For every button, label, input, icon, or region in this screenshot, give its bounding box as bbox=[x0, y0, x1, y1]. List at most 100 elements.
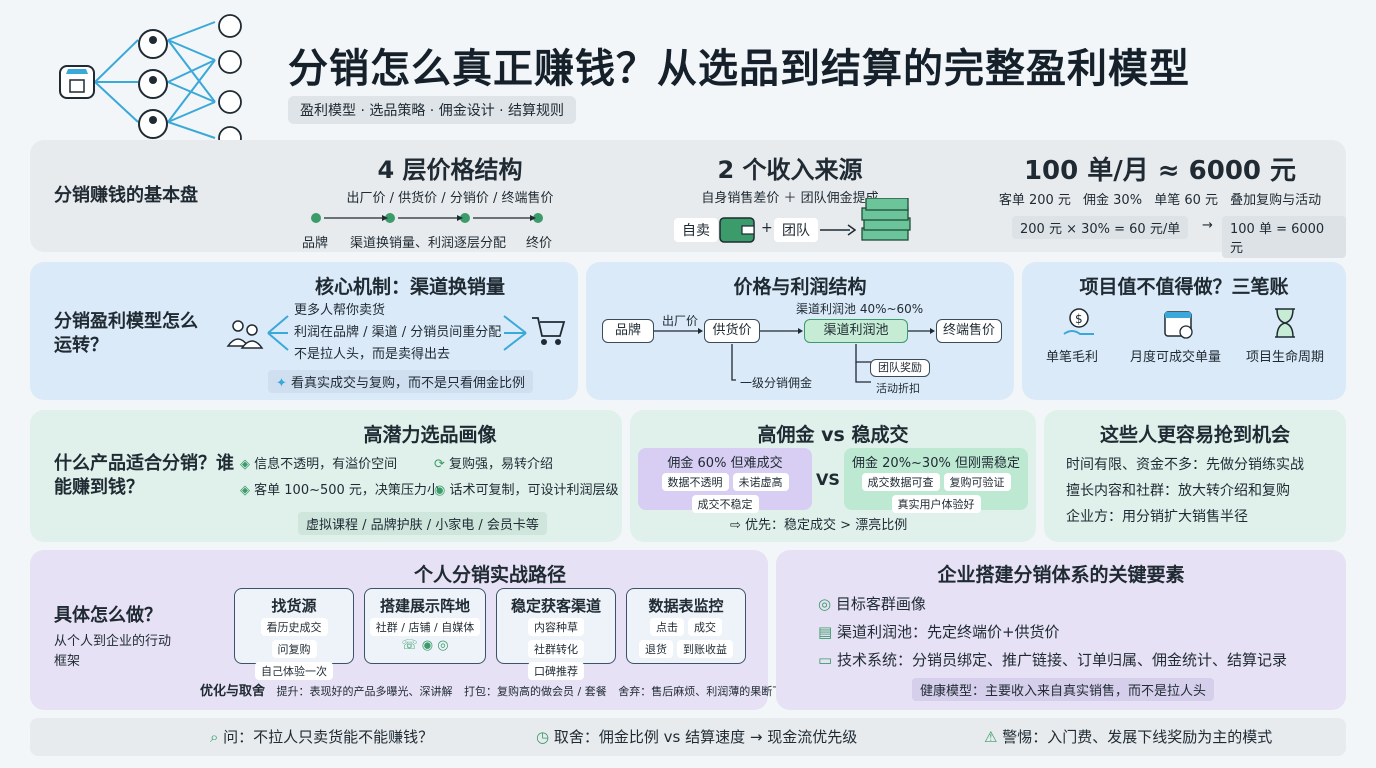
right-tag: 成交数据可查 bbox=[861, 473, 940, 491]
card-title: 数据表监控 bbox=[648, 597, 724, 615]
card-acquisition: 稳定获客渠道 内容种草社群转化 口碑推荐 bbox=[496, 588, 616, 680]
profile-item: 话术可复制，可设计利润层级 bbox=[449, 483, 619, 498]
card-monitor: 数据表监控 点击成交 退货到账收益 bbox=[626, 588, 746, 664]
first-level-label: 一级分销佣金 bbox=[740, 376, 813, 390]
product-label-text: 什么产品适合分销？谁能赚到钱？ bbox=[54, 453, 234, 499]
cart-icon bbox=[530, 314, 566, 352]
footer-bar: ⌕ 问：不拉人只卖货能不能赚钱？ ◷ 取舍：佣金比例 vs 结算速度 → 现金流… bbox=[30, 718, 1346, 756]
card-sourcing: 找货源 看历史成交问复购 自己体验一次 bbox=[234, 588, 354, 680]
supply-box: 供货价 bbox=[704, 319, 760, 343]
people-line: 时间有限、资金不多：先做分销练实战 bbox=[1066, 457, 1304, 473]
price-structure-sub: 出厂价 / 供货价 / 分销价 / 终端售价 bbox=[346, 191, 554, 206]
card-tag: 内容种草 bbox=[528, 618, 584, 636]
compare-panel: 高佣金 vs 稳成交 佣金 60% 但难成交 数据不透明未诺虚高 成交不稳定 V… bbox=[630, 410, 1036, 542]
personal-title: 个人分销实战路径 bbox=[413, 564, 566, 586]
pool-icon: ▤ bbox=[818, 623, 837, 641]
calc-part: 客单 200 元 bbox=[998, 193, 1071, 208]
optimize-item: 打包：复购高的做会员 / 套餐 bbox=[464, 685, 607, 698]
profile-item: 复购强，易转介绍 bbox=[449, 457, 554, 472]
high-commission-card: 佣金 60% 但难成交 数据不透明未诺虚高 成交不稳定 bbox=[638, 448, 812, 513]
basics-panel: 分销赚钱的基本盘 4 层价格结构 出厂价 / 供货价 / 分销价 / 终端售价 … bbox=[30, 140, 1346, 258]
people-line: 擅长内容和社群：放大转介绍和复购 bbox=[1066, 483, 1290, 499]
calc-formula-2: 100 单 = 6000 元 bbox=[1222, 216, 1346, 258]
ledger-item: 月度可成交单量 bbox=[1130, 350, 1222, 365]
card-tag: 到账收益 bbox=[677, 640, 733, 658]
enterprise-title: 企业搭建分销体系的关键要素 bbox=[937, 564, 1185, 586]
price-chain-icon bbox=[311, 213, 543, 223]
ledger-item: 单笔毛利 bbox=[1046, 350, 1099, 365]
people-lines: 时间有限、资金不多：先做分销练实战 擅长内容和社群：放大转介绍和复购 企业方：用… bbox=[1066, 452, 1304, 530]
profile-title: 高潜力选品画像 bbox=[363, 424, 497, 446]
optimize-item: 提升：表现好的产品多曝光、深讲解 bbox=[276, 685, 453, 698]
warning-icon: ⚠ bbox=[984, 728, 1003, 746]
card-tag: 点击 bbox=[650, 618, 684, 636]
price-structure: 4 层价格结构 出厂价 / 供货价 / 分销价 / 终端售价 品牌 渠道换销量、… bbox=[300, 150, 600, 251]
profile-panel: 什么产品适合分销？谁能赚到钱？ 高潜力选品画像 ◈ 信息不透明，有溢价空间 ◈ … bbox=[30, 410, 622, 542]
left-tag: 未诺虚高 bbox=[732, 473, 789, 491]
priority-line: ⇨ 优先：稳定成交 > 漂亮比例 bbox=[730, 514, 907, 533]
enterprise-item: 渠道利润池：先定终端价+供货价 bbox=[836, 623, 1060, 641]
calc-part: 佣金 30% bbox=[1083, 193, 1143, 208]
personal-panel: 具体怎么做？ 从个人到企业的行动框架 个人分销实战路径 找货源 看历史成交问复购… bbox=[30, 550, 794, 710]
action-sublabel: 从个人到企业的行动框架 bbox=[54, 634, 172, 670]
footer-item-question: ⌕ 问：不拉人只卖货能不能赚钱？ bbox=[210, 726, 433, 747]
optimize-item: 舍弃：售后麻烦、利润薄的果断下架 bbox=[618, 685, 795, 698]
income-team-tag: 团队 bbox=[774, 218, 818, 242]
left-tag: 数据不透明 bbox=[661, 473, 729, 491]
footer-item-warning: ⚠ 警惕：入门费、发展下线奖励为主的模式 bbox=[984, 726, 1272, 747]
calc-part: 单笔 60 元 bbox=[1154, 193, 1219, 208]
calc-part: 叠加复购与活动 bbox=[1230, 193, 1322, 208]
right-tag: 复购可验证 bbox=[943, 473, 1011, 491]
people-line: 企业方：用分销扩大销售半径 bbox=[1066, 509, 1248, 525]
search-icon: ⌕ bbox=[210, 728, 224, 746]
optimize-row: 优化与取舍 提升：表现好的产品多曝光、深讲解 打包：复购高的做会员 / 套餐 舍… bbox=[200, 680, 794, 699]
spark-icon: ✦ bbox=[276, 376, 292, 391]
core-note-text: 看真实成交与复购，而不是只看佣金比例 bbox=[291, 376, 526, 391]
money-stack-icon bbox=[858, 197, 914, 252]
page-subtitle: 盈利模型 · 选品策略 · 佣金设计 · 结算规则 bbox=[288, 96, 577, 124]
enterprise-item: 技术系统：分销员绑定、推广链接、订单归属、佣金统计、结算记录 bbox=[836, 651, 1287, 669]
card-tag: 成交 bbox=[688, 618, 722, 636]
vs-label: VS bbox=[816, 470, 840, 489]
footer-text: 警惕：入门费、发展下线奖励为主的模式 bbox=[1002, 728, 1273, 746]
calc-arrow: → bbox=[1202, 218, 1213, 233]
left-tag: 成交不稳定 bbox=[691, 495, 759, 513]
model-label: 分销盈利模型怎么运转？ bbox=[54, 310, 214, 359]
card-tag: 问复购 bbox=[271, 640, 317, 658]
people-panel: 这些人更容易抢到机会 时间有限、资金不多：先做分销练实战 擅长内容和社群：放大转… bbox=[1044, 410, 1346, 542]
optimize-label: 优化与取舍 bbox=[200, 684, 266, 699]
calendar-icon bbox=[1162, 306, 1196, 344]
steady-card: 佣金 20%~30% 但刚需稳定 成交数据可查复购可验证 真实用户体验好 bbox=[844, 448, 1028, 513]
tag-icon: ◈ bbox=[240, 457, 255, 472]
people-title: 这些人更容易抢到机会 bbox=[1099, 424, 1290, 446]
footer-text: 问：不拉人只卖货能不能赚钱？ bbox=[223, 728, 434, 746]
income-sources: 2 个收入来源 自身销售差价 ＋ 团队佣金提成 bbox=[670, 150, 910, 206]
calc-formula-1: 200 元 × 30% = 60 元/单 bbox=[1012, 216, 1189, 239]
right-title: 佣金 20%~30% 但刚需稳定 bbox=[852, 456, 1020, 471]
pool-range: 渠道利润池 40%~60% bbox=[796, 302, 924, 316]
card-title: 找货源 bbox=[271, 597, 317, 615]
compare-title: 高佣金 vs 稳成交 bbox=[757, 424, 909, 446]
core-note: ✦ 看真实成交与复购，而不是只看佣金比例 bbox=[268, 370, 534, 393]
chat-icon: ◉ bbox=[434, 483, 450, 498]
priority-text: 优先：稳定成交 > 漂亮比例 bbox=[745, 518, 908, 533]
core-title: 核心机制：渠道换销量 bbox=[314, 276, 505, 298]
plus-sign: + bbox=[761, 220, 773, 236]
structure-title: 价格与利润结构 bbox=[733, 276, 867, 298]
retail-box: 终端售价 bbox=[936, 319, 1002, 343]
income-team-label: 团队 bbox=[782, 223, 810, 239]
profile-items: ◈ 信息不透明，有溢价空间 ◈ 客单 100~500 元，决策压力小 bbox=[240, 452, 440, 504]
card-tag: 社群 / 店铺 / 自媒体 bbox=[369, 618, 481, 636]
price-end: 终价 bbox=[526, 236, 553, 251]
ledger-title: 项目值不值得做？三笔账 bbox=[1079, 276, 1289, 298]
footer-item-tradeoff: ◷ 取舍：佣金比例 vs 结算速度 → 现金流优先级 bbox=[536, 726, 857, 747]
left-title: 佣金 60% 但难成交 bbox=[667, 456, 783, 471]
card-tag: 自己体验一次 bbox=[255, 662, 333, 680]
card-title: 搭建展示阵地 bbox=[379, 597, 470, 615]
income-self-label: 自卖 bbox=[682, 223, 710, 239]
price-mid: 渠道换销量、利润逐层分配 bbox=[350, 236, 507, 251]
income-calc: 100 单/月 ≈ 6000 元 客单 200 元 佣金 30% 单笔 60 元… bbox=[990, 150, 1330, 208]
core-line: 不是拉人头，而是卖得出去 bbox=[294, 347, 451, 362]
card-title: 稳定获客渠道 bbox=[510, 597, 601, 615]
profile-examples: 虚拟课程 / 品牌护肤 / 小家电 / 会员卡等 bbox=[298, 512, 547, 535]
